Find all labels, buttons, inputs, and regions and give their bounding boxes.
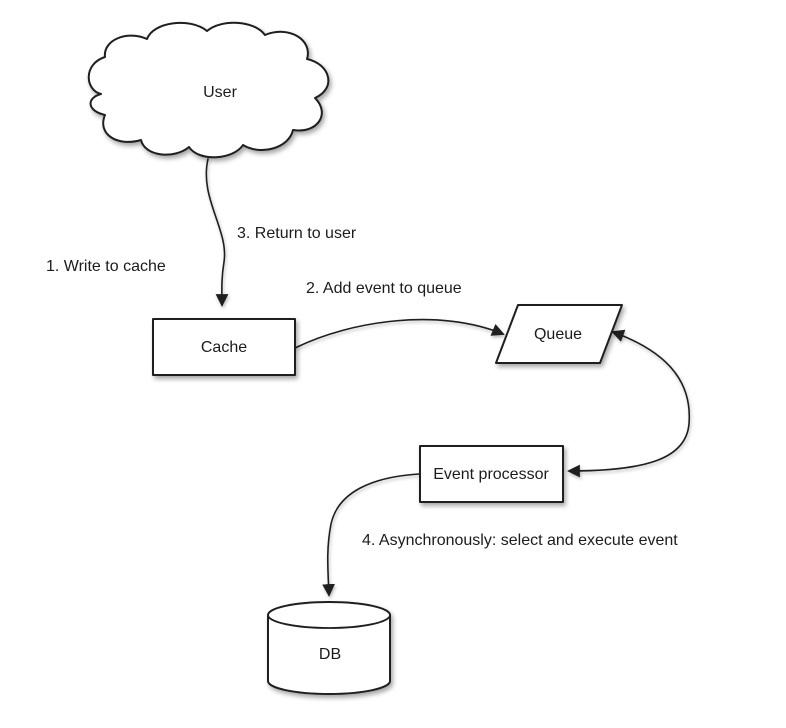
annotation-step2: 2. Add event to queue (306, 280, 462, 297)
arrow-user-to-cache (205, 158, 229, 307)
queue-parallelogram (495, 304, 623, 364)
shapes-layer (87, 21, 623, 695)
event-processor-box (419, 445, 564, 503)
arrow-queue-event-processor-bidirectional (567, 329, 691, 478)
user-cloud-shape (87, 21, 330, 159)
arrow-event-processor-to-db (322, 473, 420, 597)
annotation-step1: 1. Write to cache (46, 258, 166, 275)
annotation-step3: 3. Return to user (237, 225, 357, 242)
user-label: User (203, 84, 237, 101)
db-label: DB (318, 646, 342, 663)
cache-box (152, 318, 296, 376)
event-processor-label: Event processor (433, 466, 549, 483)
annotation-step4: 4. Asynchronously: select and execute ev… (362, 532, 678, 549)
arrow-cache-to-queue (294, 318, 505, 349)
db-cylinder (267, 601, 391, 695)
db-cylinder-top-rim (267, 614, 391, 629)
queue-label: Queue (533, 326, 583, 343)
cache-label: Cache (200, 339, 248, 356)
arrows-layer (205, 158, 691, 597)
